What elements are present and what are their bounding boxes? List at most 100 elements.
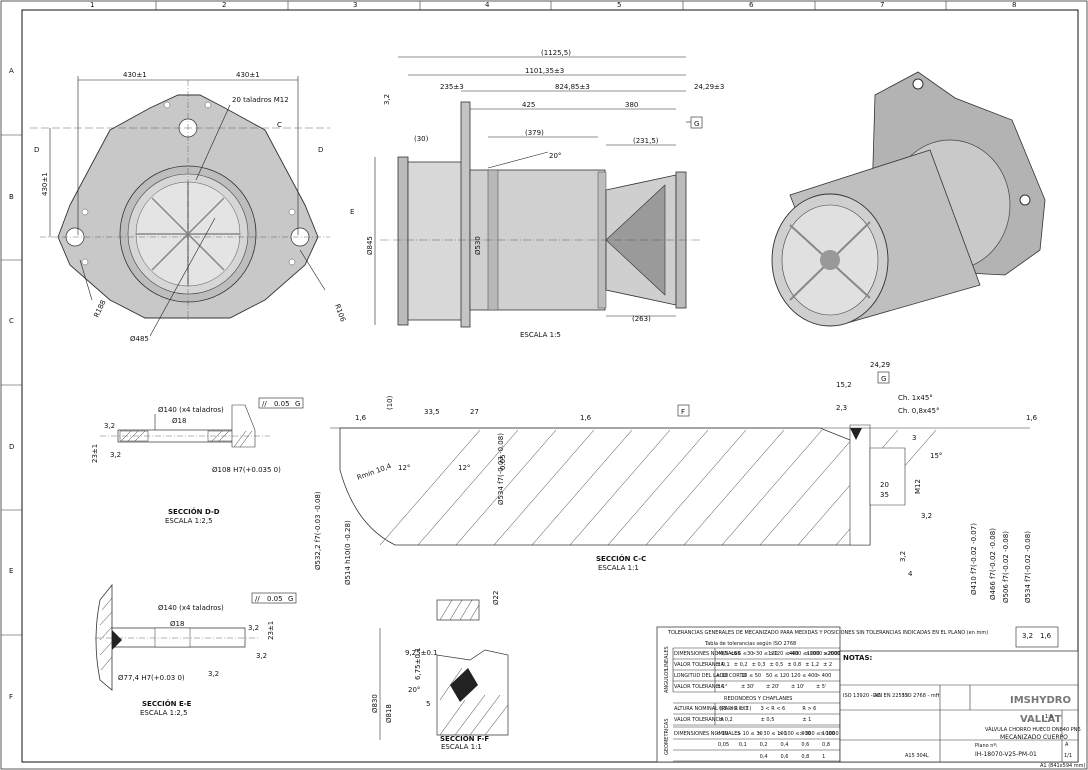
col-label: 1	[90, 1, 94, 9]
border-ticks	[1, 1, 947, 636]
section-ff: Ø22 9,25±0.1 6,75±0.1 20° 5 Ø830 Ø818 SE…	[371, 591, 509, 751]
table-cell: 120 ≤ 400	[791, 673, 817, 679]
table-cell: > 30 ≤ 100	[758, 731, 787, 737]
dim-label: Ø22	[492, 591, 500, 605]
table-cell: >1000 ≤2000	[805, 651, 840, 657]
table-cell: 50 ≤ 120	[766, 673, 789, 679]
row-labels: A B C D E F	[9, 67, 14, 701]
inner-frame	[21, 9, 1079, 763]
table-cell: 0,8	[822, 742, 830, 748]
hatch-line	[417, 429, 519, 546]
material: A15 304L	[905, 753, 929, 759]
table-cell: >120 ≤400	[770, 651, 799, 657]
datum-label: G	[881, 375, 886, 383]
table-cell: >0,5 <6	[716, 651, 737, 657]
dim-label: 6,75±0.1	[414, 647, 422, 680]
table-row-label: VALOR TOLERANCIA	[674, 684, 724, 690]
dim-label: 3	[912, 434, 916, 442]
col-label: 2	[222, 1, 226, 9]
hatch-line	[531, 429, 633, 546]
drawing-subtitle: VÁLVULA CHORRO HUECO DN840 PN6	[985, 726, 1081, 733]
table-row-label: DIMENSIONES NOMINALES	[674, 651, 741, 657]
col-label: 5	[617, 1, 621, 9]
section-scale: ESCALA 1:2,5	[140, 709, 188, 717]
table-cell: ≤ 10	[716, 673, 728, 679]
dim-label: Ch. 0,8x45°	[898, 407, 939, 415]
dim-label: (263)	[632, 315, 651, 323]
roughness-label: 3,2	[208, 670, 219, 678]
row-label: B	[9, 193, 14, 201]
col-label: 6	[749, 1, 754, 9]
section-scale: ESCALA 1:2,5	[165, 517, 213, 525]
roughness-label: 1,6	[1026, 414, 1038, 422]
dim-label: Ø506 f7(-0.02 -0.08)	[1002, 531, 1010, 603]
dim-label: Ø485	[130, 335, 149, 343]
table-cell: >400 ≤1000	[787, 651, 819, 657]
dim-label: Ø77,4 H7(+0.03 0)	[118, 674, 185, 682]
section-scale: ESCALA 1:1	[598, 564, 639, 572]
dim-label: M12	[914, 479, 922, 494]
dim-label: 4	[908, 570, 913, 578]
dim-label: 425	[522, 101, 535, 109]
dim-label: 2,3	[836, 404, 847, 412]
title-block: NOTAS: ISO 13920 - AC DIN EN 22553 ISO 2…	[839, 650, 1081, 763]
dim-label: 23±1	[91, 444, 99, 463]
dim-label: 12°	[458, 464, 470, 472]
dim-label: 380	[625, 101, 638, 109]
col-label: 8	[1012, 1, 1016, 9]
tolerance-table: TOLERANCIAS GENERALES DE MECANIZADO PARA…	[656, 626, 988, 763]
dim-label: Ø108 H7(+0.035 0)	[212, 466, 281, 474]
dim-label: 20	[880, 481, 889, 489]
dim-label: 824,85±3	[555, 83, 590, 91]
dim-label: Ø530	[474, 236, 482, 255]
row-label: E	[9, 567, 13, 575]
table-cell: ± 0,8	[787, 662, 801, 668]
dim-label: 27	[470, 408, 479, 416]
roughness-label: 3,2	[104, 422, 115, 430]
table-cell: 0,6	[781, 754, 789, 760]
table-cell: ± 20'	[766, 684, 780, 690]
hatch-line	[379, 429, 481, 546]
body-side-view: (1125,5) 1101,35±3 235±3 824,85±3 24,29±…	[366, 49, 724, 339]
table-cell: 0,1	[739, 742, 747, 748]
std-label: DIN EN 22553	[873, 693, 908, 699]
table-row-label: VALOR TOLERANCIA	[674, 717, 724, 723]
row-label: C	[9, 317, 14, 325]
section-mark: D	[318, 146, 323, 154]
table-cell: 0,5 < R < 3	[719, 706, 748, 712]
table-heading: TOLERANCIAS GENERALES DE MECANIZADO PARA…	[667, 630, 988, 636]
table-cell: 0,4	[781, 742, 789, 748]
table-cell: 0,8	[801, 754, 809, 760]
roughness-label: 3,2	[383, 94, 391, 105]
table-cell: >6 ≤30	[734, 651, 754, 657]
section-mark: C	[277, 121, 282, 129]
client-name: VALLAT	[1020, 714, 1062, 725]
datum-label: G	[694, 120, 699, 128]
dim-label: Ø534 f7(-0.02 -0.08)	[1024, 531, 1032, 603]
table-cell: 0,6	[801, 742, 809, 748]
table-cell: > 400	[816, 673, 831, 679]
dim-label: 20°	[408, 686, 420, 694]
roughness-label: 3,2	[248, 624, 259, 632]
column-labels: 1 2 3 4 5 6 7 8	[90, 1, 1016, 9]
table-cell: >30 ≤120	[752, 651, 778, 657]
dim-label: 15°	[930, 452, 942, 460]
roughness-label: 3,2	[1022, 632, 1033, 640]
table-cell: 0,2	[760, 742, 768, 748]
col-label: 3	[353, 1, 357, 9]
section-title: SECCIÓN E-E	[142, 699, 192, 708]
flange-front-view: 430±1 430±1 430±1 20 taladros M12 C D D …	[30, 71, 354, 343]
section-ee: Ø140 (x4 taladros) // 0.05 G Ø18 Ø77,4 H…	[95, 583, 297, 717]
section-title: SECCIÓN F-F	[440, 734, 489, 743]
table-cell: ± 5'	[816, 684, 826, 690]
tol-frame-ref: G	[288, 595, 293, 603]
dim-label: Ø140 (x4 taladros)	[158, 406, 224, 414]
hatch-line	[645, 429, 747, 546]
tol-value: 0.05	[499, 454, 507, 470]
table-cell: > 100 ≤ 300	[779, 731, 811, 737]
tol-frame-ref: G	[295, 400, 300, 408]
hatch-line	[721, 429, 823, 546]
dim-label: 33,5	[424, 408, 440, 416]
table-cell: ± 0,5	[770, 662, 784, 668]
